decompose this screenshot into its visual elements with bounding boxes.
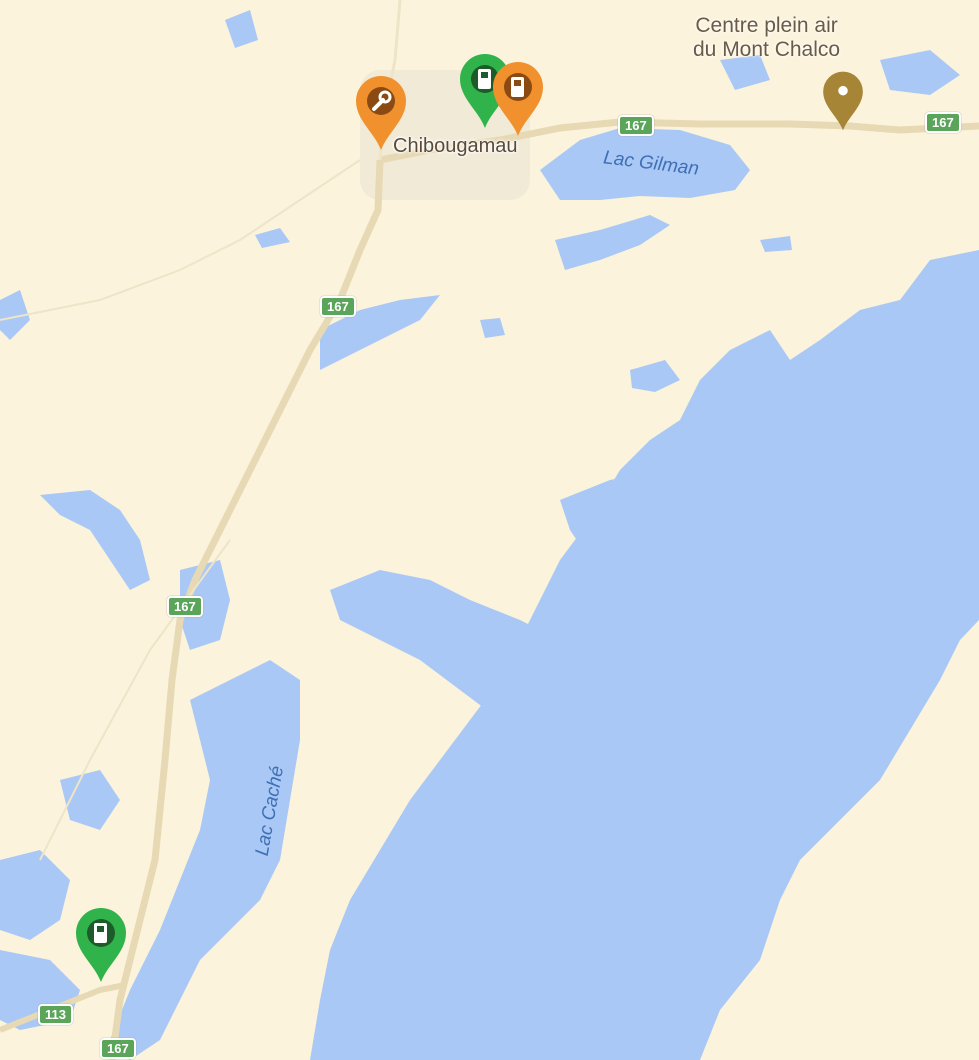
water-inlet-north [560,470,760,600]
fuel-station-marker[interactable] [72,906,130,984]
lake-gilman [540,128,750,200]
route-shield-167: 167 [618,115,654,136]
poi-marker-chalco[interactable] [820,70,866,132]
place-label-chibougamau: Chibougamau [393,135,518,157]
fuel-pump-icon [478,69,491,89]
poi-label-chalco: Centre plein air du Mont Chalco [693,14,840,62]
water-inlet-center [330,570,660,790]
route-shield-167: 167 [100,1038,136,1059]
route-shield-167: 167 [925,112,961,133]
water-east-arm [700,470,979,740]
repair-marker[interactable] [352,74,410,152]
lake-cache [110,660,300,1060]
fuel-pump-icon [94,923,107,943]
poi-label-chalco-line2: du Mont Chalco [693,38,841,61]
wrench-icon [372,90,392,111]
route-167-east [379,118,979,164]
route-113 [0,982,126,1033]
poi-label-chalco-line1: Centre plein air [695,14,838,37]
fuel-station-marker[interactable] [456,52,514,130]
route-shield-113: 113 [38,1004,73,1025]
fuel-station-marker[interactable] [489,60,547,138]
dot-icon [838,85,848,96]
route-shield-167: 167 [167,596,203,617]
route-shield-167: 167 [320,296,356,317]
route-167-south [108,159,384,1060]
fuel-pump-icon [511,77,524,97]
water-body-east [310,250,979,1060]
